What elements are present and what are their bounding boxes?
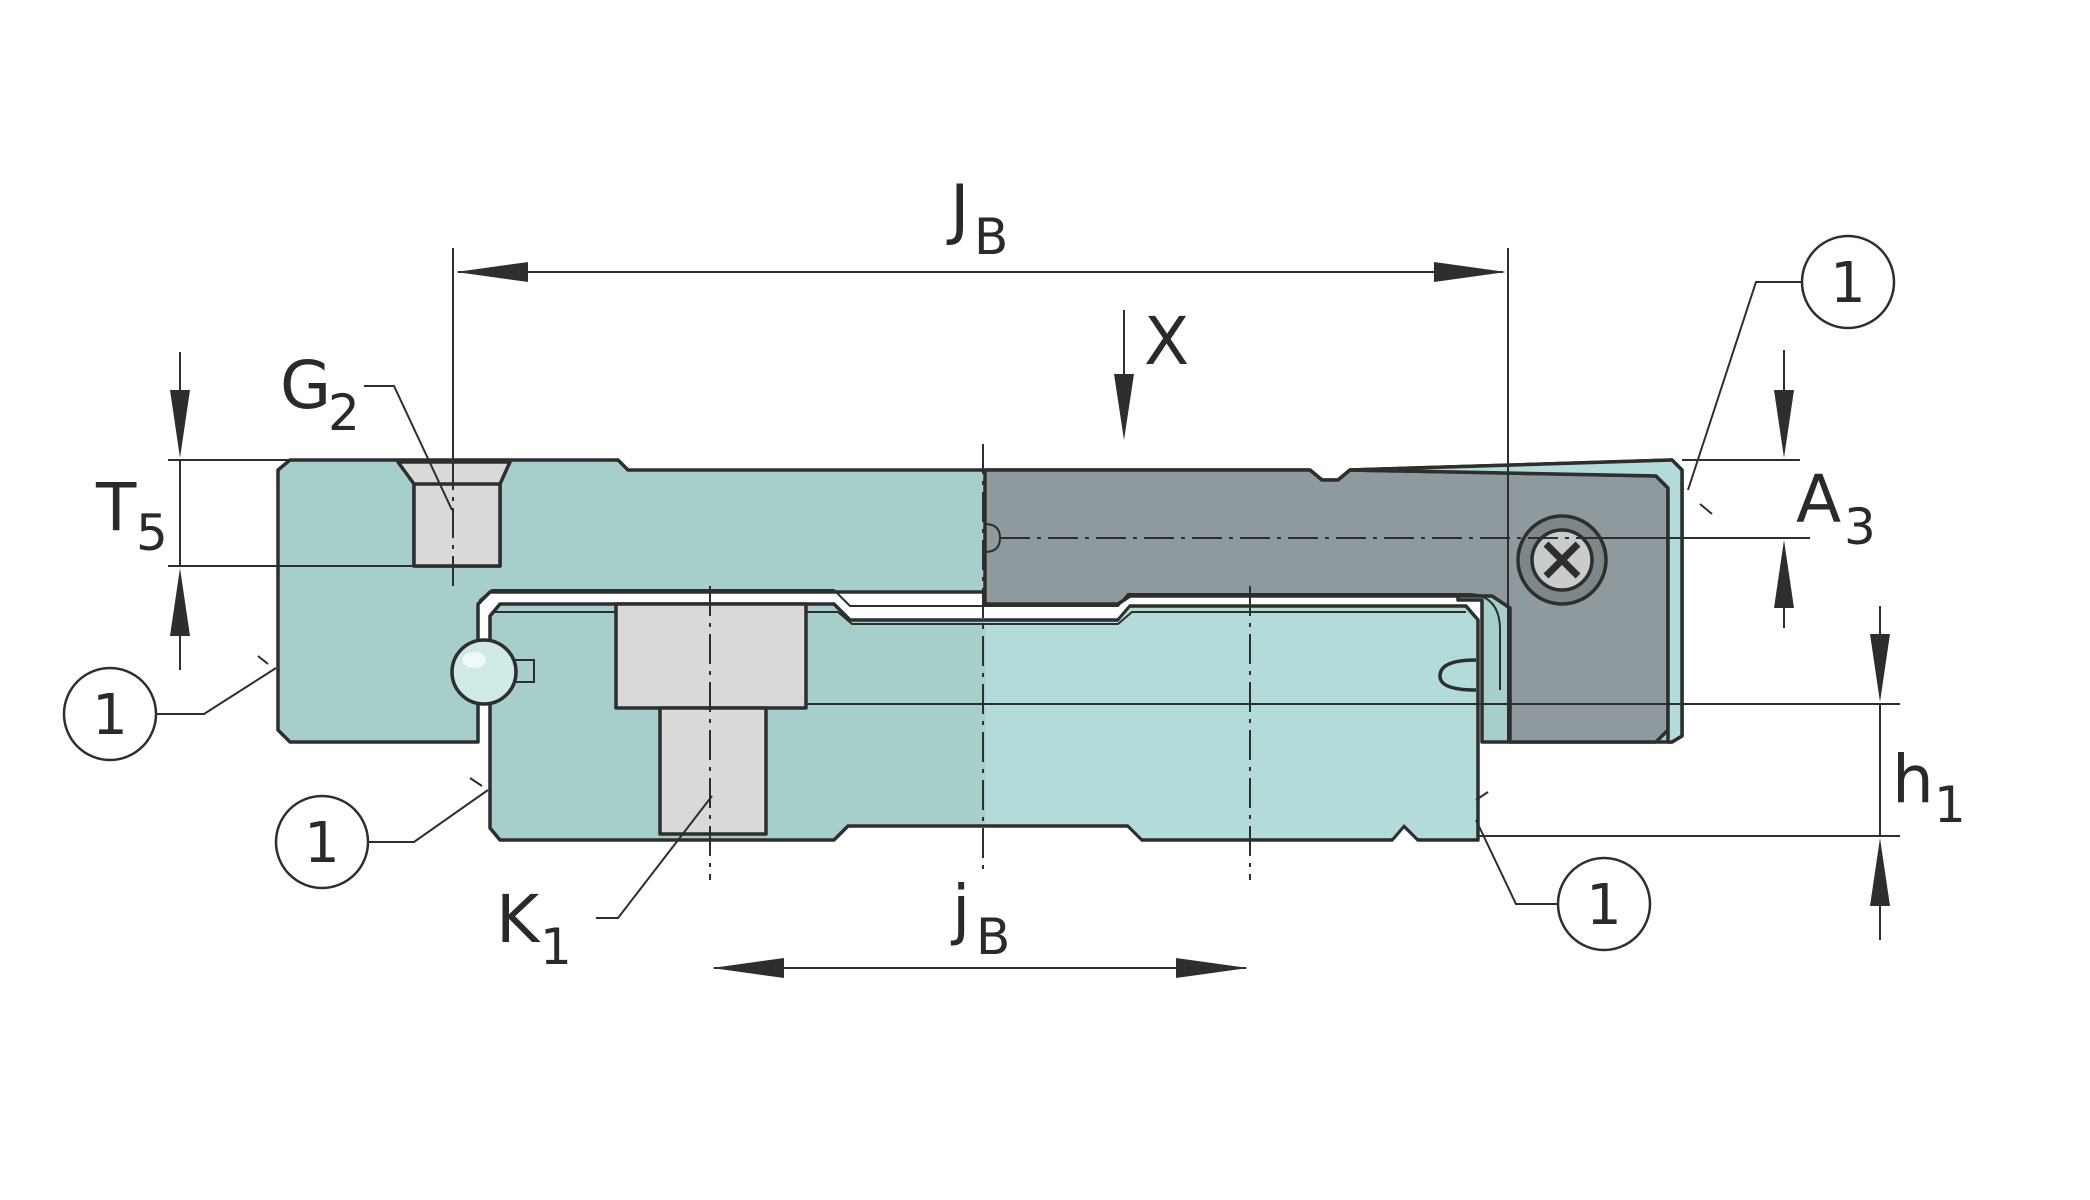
h1-sub: 1 [1934, 776, 1966, 834]
g2-leader [364, 385, 453, 511]
k1-label: K [496, 881, 541, 958]
g2-sub: 2 [328, 384, 360, 442]
callout-1-left-leader [156, 667, 277, 715]
jb-arrow-right [1434, 262, 1506, 282]
ball-highlight [462, 652, 486, 668]
jb-upper-label: J [946, 171, 969, 248]
a3-label: A [1796, 461, 1841, 538]
t5-arrow-bottom [170, 568, 190, 636]
lower-block-right-tint [985, 608, 1476, 838]
callout-1-left-tick [257, 655, 269, 665]
jb-arrow-left [456, 262, 528, 282]
h1-arrow-bottom [1870, 838, 1890, 906]
jb-upper-sub: B [974, 208, 1008, 266]
callout-1-lower-right-text: 1 [1586, 873, 1622, 938]
callout-1-lower-right-tick [1475, 791, 1489, 801]
jb-lower-arrow-right [1176, 958, 1248, 978]
x-label: X [1144, 303, 1189, 380]
x-arrow-head [1114, 374, 1134, 440]
seal-line [479, 589, 1501, 690]
a3-sub: 3 [1844, 498, 1876, 556]
a3-arrow-top [1774, 390, 1794, 458]
callout-1-lower-left-tick [469, 777, 483, 787]
h1-arrow-top [1870, 634, 1890, 702]
k1-screw-shank [658, 706, 768, 836]
a3-arrow-bottom [1774, 540, 1794, 608]
callout-1-top-right-leader [1687, 281, 1802, 491]
jb-lower-label: j [950, 871, 970, 948]
callout-1-left-text: 1 [92, 683, 128, 748]
ball-retainer [510, 659, 535, 683]
t5-arrow-top [170, 390, 190, 458]
jb-lower-sub: B [976, 908, 1010, 966]
k1-sub: 1 [540, 918, 572, 976]
t5-sub: 5 [136, 504, 168, 562]
jb-lower-arrow-left [712, 958, 784, 978]
lube-nipple-cross [1543, 541, 1581, 579]
callout-1-lower-left-leader [368, 789, 489, 843]
upper-top-strip [1348, 458, 1684, 744]
callout-1-top-right-tick [1699, 503, 1713, 515]
callout-1-lower-left-text: 1 [304, 811, 340, 876]
g2-label: G [280, 347, 331, 424]
ball [450, 638, 518, 706]
callout-1-top-right-text: 1 [1830, 251, 1866, 316]
groove-bump [1438, 658, 1477, 692]
h1-label: h [1892, 741, 1934, 818]
t5-label: T [95, 469, 137, 546]
callout-1-lower-right-leader [1475, 819, 1558, 905]
g2-screw-shank [412, 482, 502, 568]
k1-leader [596, 795, 713, 919]
